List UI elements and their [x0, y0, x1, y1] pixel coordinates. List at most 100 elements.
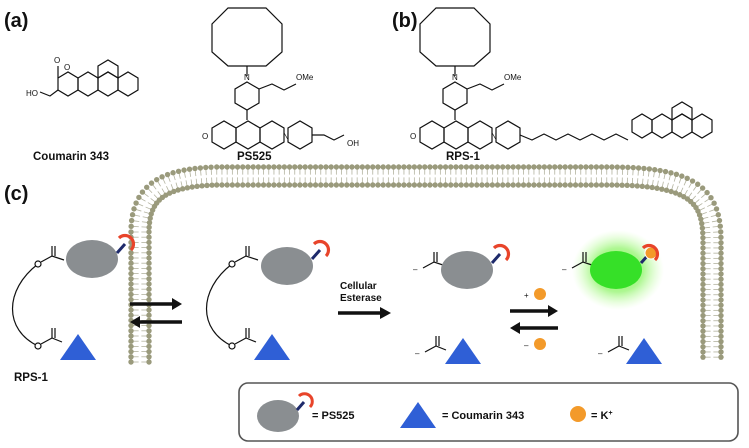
lipid-head — [718, 344, 724, 350]
receptor-bound — [641, 243, 660, 262]
lipid-head — [614, 182, 620, 188]
lipid-head — [128, 348, 134, 355]
lipid-head — [541, 182, 548, 188]
lipid-head — [700, 349, 706, 355]
lipid-head — [129, 212, 136, 218]
lipid-head — [536, 182, 542, 188]
lipid-head — [146, 286, 152, 292]
ps525-body-1 — [66, 240, 118, 278]
lipid-head — [427, 182, 433, 188]
lipid-head — [146, 354, 152, 360]
lipid-head — [128, 333, 134, 339]
lipid-head — [619, 182, 625, 188]
lipid-head — [657, 167, 663, 174]
legend-coumarin-text: = Coumarin 343 — [442, 410, 524, 422]
lipid-head — [146, 234, 152, 240]
ps525-body-3 — [441, 251, 493, 289]
legend-ps525-icon — [257, 400, 299, 432]
compound-label-rps1: RPS-1 — [446, 151, 480, 163]
lipid-head — [562, 182, 568, 188]
lipid-head — [333, 164, 340, 170]
lipid-head — [354, 182, 360, 188]
lipid-head — [146, 244, 152, 251]
lipid-head — [328, 182, 334, 188]
lipid-head — [307, 164, 314, 170]
lipid-head — [531, 164, 537, 170]
lipid-head — [699, 185, 706, 191]
lipid-head — [489, 182, 496, 188]
lipid-head — [668, 170, 674, 176]
lipid-head — [396, 164, 402, 170]
lipid-head — [164, 171, 171, 178]
lipid-head — [700, 245, 706, 251]
lipid-head — [255, 164, 262, 170]
lipid-head — [679, 173, 685, 179]
lipid-head — [484, 182, 490, 188]
lipid-head — [281, 164, 288, 170]
lipid-head — [302, 164, 308, 170]
lipid-head — [189, 184, 195, 190]
lipid-head — [297, 164, 303, 170]
lipid-head — [500, 182, 506, 188]
fluorescent-species — [571, 230, 664, 364]
lipid-head — [437, 182, 444, 188]
lipid-head — [144, 184, 150, 190]
lipid-head — [442, 164, 449, 170]
lipid-head — [588, 182, 594, 188]
lipid-head — [338, 182, 345, 188]
lipid-head — [208, 164, 214, 170]
lipid-head — [718, 234, 724, 241]
lipid-head — [718, 292, 724, 298]
lipid-head — [635, 165, 642, 171]
lipid-head — [624, 182, 630, 189]
lipid-head — [229, 182, 236, 188]
lipid-head — [578, 164, 584, 170]
lipid-head — [146, 322, 152, 329]
lipid-head — [699, 220, 705, 227]
lipid-head — [359, 182, 366, 188]
lipid-head — [260, 182, 267, 188]
lipid-head — [146, 239, 152, 246]
atom-o-carbonyl: O — [54, 56, 60, 65]
lipid-head — [474, 164, 480, 170]
lipid-head — [718, 333, 724, 340]
lipid-head — [128, 322, 134, 329]
receptor-1 — [117, 233, 136, 252]
lipid-head — [505, 182, 511, 188]
lipid-head — [286, 182, 293, 188]
lipid-head — [718, 250, 724, 256]
compound-label-coumarin: Coumarin 343 — [33, 151, 109, 163]
lipid-head — [718, 245, 724, 251]
lipid-head — [629, 182, 635, 189]
atom-o-keto-rps1: O — [410, 132, 416, 141]
lipid-head — [128, 343, 134, 350]
lipid-head — [199, 183, 205, 189]
lipid-head — [349, 164, 355, 170]
lipid-head — [146, 276, 152, 282]
lipid-head — [489, 164, 496, 170]
lipid-head — [672, 190, 679, 196]
lipid-head — [468, 164, 475, 170]
lipid-head — [131, 206, 137, 212]
lipid-head — [139, 189, 146, 195]
lipid-head — [609, 164, 615, 170]
lipid-head — [546, 164, 553, 170]
lipid-head — [598, 182, 605, 188]
lipid-head — [128, 296, 134, 303]
lipid-head — [718, 302, 724, 308]
lipid-head — [700, 286, 706, 293]
lipid-head — [718, 297, 724, 303]
lipid-head — [458, 182, 464, 188]
lipid-head — [700, 255, 706, 262]
lipid-head — [531, 182, 537, 188]
lipid-head — [713, 206, 720, 212]
lipid-head — [604, 182, 610, 188]
lipid-head — [370, 182, 376, 188]
lipid-head — [146, 359, 152, 365]
lipid-head — [146, 338, 152, 344]
lipid-head — [266, 182, 272, 188]
atom-n-crown: N — [244, 73, 250, 82]
lipid-head — [700, 338, 706, 345]
lipid-head — [128, 312, 134, 318]
lipid-head — [128, 328, 134, 334]
